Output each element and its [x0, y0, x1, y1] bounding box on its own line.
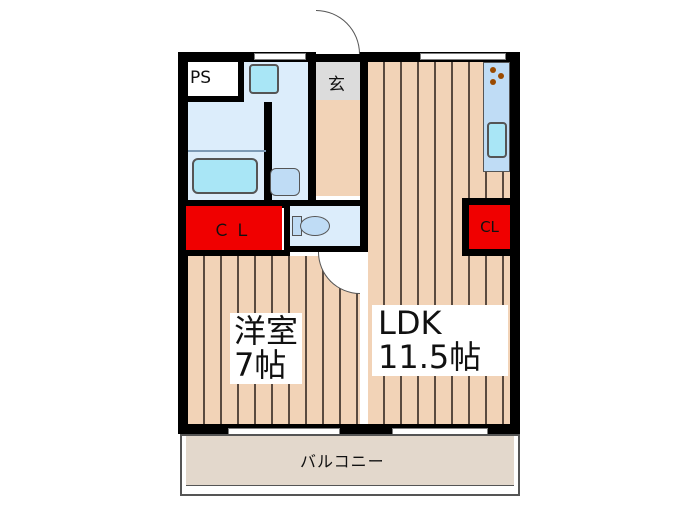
kitchen-sink-icon — [487, 122, 507, 158]
toilet-bowl-icon — [300, 216, 330, 236]
outer-wall-bottom — [178, 424, 520, 434]
entrance-door-icon[interactable] — [316, 10, 360, 54]
ps-room — [188, 62, 240, 97]
toilet-wall-left — [284, 200, 290, 252]
closet-left-wall — [178, 200, 290, 208]
stove-burner-icon — [498, 73, 504, 79]
ps-wall-bottom — [188, 96, 278, 102]
western-room-label: 洋室 7帖 — [230, 312, 303, 385]
ps-wall-right — [238, 62, 244, 102]
balcony-label: バルコニー — [300, 452, 385, 471]
entrance — [316, 62, 360, 100]
toilet-wall-top — [284, 200, 368, 206]
bath-wall-right — [264, 102, 272, 202]
washer-toilet-icon — [270, 168, 300, 196]
hall-wall-right — [360, 52, 368, 252]
balcony-floor — [186, 436, 514, 486]
sink-icon — [249, 64, 279, 94]
closet-right: CL — [469, 205, 510, 249]
bathtub-icon — [192, 158, 258, 194]
outer-wall-left — [178, 52, 188, 434]
closet-right-label: CL — [480, 218, 499, 236]
closet-left-wall-bottom — [178, 250, 290, 256]
outer-wall-top — [178, 52, 520, 62]
bath-area-divider — [188, 150, 266, 152]
ps-label: PS — [190, 68, 212, 88]
hallway — [316, 100, 360, 196]
closet-left-label: ＣＬ — [213, 220, 255, 241]
stove-burner-icon — [490, 79, 496, 85]
western-room-size: 7帖 — [234, 345, 287, 384]
hall-wall-left — [308, 52, 316, 202]
western-room — [188, 256, 360, 424]
ldk-size: 11.5帖 — [378, 337, 482, 376]
entrance-label: 玄 — [328, 75, 345, 95]
western-room-name: 洋室 — [234, 312, 299, 350]
toilet-wall-bottom — [284, 246, 368, 252]
ldk-name: LDK — [378, 304, 442, 342]
closet-left: ＣＬ — [186, 206, 282, 250]
ldk-label: LDK 11.5帖 — [372, 304, 508, 377]
stove-burner-icon — [490, 67, 496, 73]
window-top-wash — [254, 53, 306, 60]
window-top-ldk — [420, 53, 506, 60]
outer-wall-right — [510, 52, 520, 434]
